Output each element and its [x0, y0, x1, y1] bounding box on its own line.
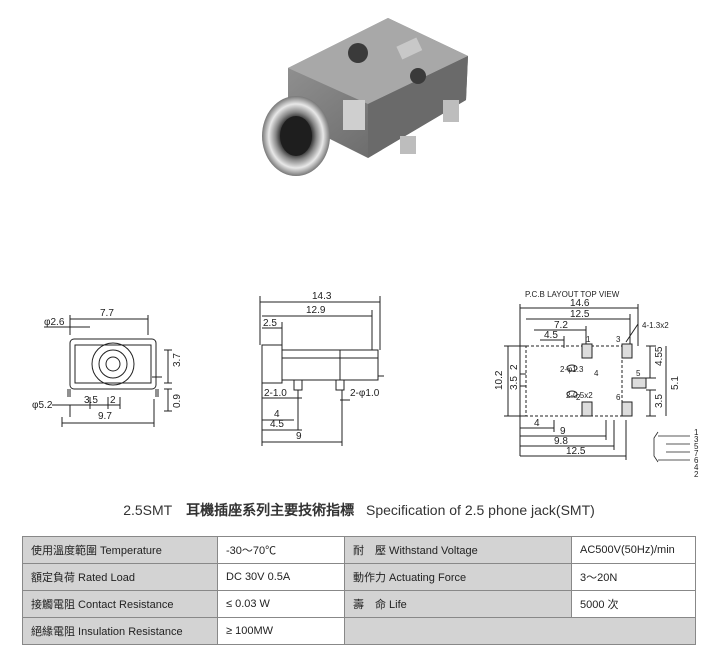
pcb-dim-51: 5.1	[670, 376, 681, 390]
table-row: 使用溫度範圍 Temperature -30～70℃ 耐 壓 Withstand…	[22, 536, 696, 564]
front-dim-97: 9.7	[98, 411, 112, 422]
pcb-dim-98: 9.8	[554, 436, 568, 447]
pcb-dim-2-left: 2	[509, 364, 520, 370]
pcb-dim-2x05x2: 2-0.5x2	[566, 391, 593, 400]
spec-label: 使用溫度範圍 Temperature	[22, 536, 218, 564]
spec-value: AC500V(50Hz)/min	[571, 536, 696, 564]
pin-label-4: 4	[694, 463, 699, 472]
pcb-dim-4x13x2: 4-1.3x2	[642, 321, 669, 330]
spec-value: 3～20N	[571, 563, 696, 591]
pcb-title: P.C.B LAYOUT TOP VIEW	[525, 290, 620, 299]
spec-label: 耐 壓 Withstand Voltage	[344, 536, 572, 564]
spec-label: 接觸電阻 Contact Resistance	[22, 590, 218, 618]
pad-label-5: 5	[636, 369, 641, 378]
pcb-dim-146: 14.6	[570, 298, 590, 309]
spec-value: ≥ 100MW	[217, 617, 345, 645]
side-dim-9: 9	[296, 431, 302, 442]
front-dim-09: 0.9	[172, 394, 183, 408]
spec-label: 絕緣電阻 Insulation Resistance	[22, 617, 218, 645]
spec-table: 使用溫度範圍 Temperature -30～70℃ 耐 壓 Withstand…	[22, 536, 696, 645]
side-dim-129: 12.9	[306, 305, 326, 316]
pin-label-5: 5	[694, 442, 699, 451]
spec-value: -30～70℃	[217, 536, 345, 564]
pad-label-2: 2	[576, 393, 581, 402]
heading-english: Specification of 2.5 phone jack(SMT)	[366, 502, 595, 518]
front-dim-phi26: φ2.6	[44, 317, 65, 328]
table-row: 額定負荷 Rated Load DC 30V 0.5A 動作力 Actuatin…	[22, 563, 696, 591]
pcb-dim-4: 4	[534, 418, 540, 429]
front-dim-77: 7.7	[100, 308, 114, 319]
pad-label-6: 6	[616, 393, 621, 402]
pad-label-1: 1	[586, 335, 591, 344]
side-dim-4: 4	[274, 409, 280, 420]
pcb-dim-72: 7.2	[554, 320, 568, 331]
pad-label-3: 3	[616, 335, 621, 344]
pcb-dim-9: 9	[560, 426, 566, 437]
spec-label: 額定負荷 Rated Load	[22, 563, 218, 591]
side-dim-45: 4.5	[270, 419, 284, 430]
spec-heading: 2.5SMT 耳機插座系列主要技術指標 Specification of 2.5…	[0, 500, 718, 520]
pcb-dim-2xphi13: 2-φ1.3	[560, 365, 584, 374]
empty-cell	[344, 617, 696, 645]
pcb-dim-45: 4.5	[544, 330, 558, 341]
spec-value: 5000 次	[571, 590, 696, 618]
table-row: 絕緣電阻 Insulation Resistance ≥ 100MW	[22, 617, 696, 645]
heading-chinese: 耳機插座系列主要技術指標	[186, 502, 355, 518]
pcb-dim-455: 4.55	[654, 346, 665, 366]
spec-value: DC 30V 0.5A	[217, 563, 345, 591]
side-dim-143: 14.3	[312, 291, 332, 302]
side-dim-2x10: 2-1.0	[264, 388, 287, 399]
front-dim-2: 2	[110, 395, 116, 406]
pin-label-6: 6	[694, 456, 699, 465]
heading-code: 2.5SMT	[123, 502, 173, 518]
pad-label-4: 4	[594, 369, 599, 378]
front-dim-37: 3.7	[172, 353, 183, 367]
product-photo	[262, 18, 468, 176]
front-dim-35: 3.5	[84, 395, 98, 406]
pin-label-1: 1	[694, 428, 699, 437]
pin-label-3: 3	[694, 435, 699, 444]
pcb-dim-125-top: 12.5	[570, 309, 590, 320]
pcb-dim-35-right: 3.5	[654, 394, 665, 408]
table-row: 接觸電阻 Contact Resistance ≤ 0.03 W 壽 命 Lif…	[22, 590, 696, 618]
pcb-dim-35-left: 3.5	[509, 376, 520, 390]
side-dim-25: 2.5	[263, 318, 277, 329]
spec-value: ≤ 0.03 W	[217, 590, 345, 618]
front-view-drawing: φ2.6 7.7 3.7 φ5.2 3.5 2 0.9 9.7	[32, 308, 183, 427]
pin-label-2: 2	[694, 470, 699, 479]
spec-label: 壽 命 Life	[344, 590, 572, 618]
pin-label-7: 7	[694, 449, 699, 458]
side-dim-2xphi10: 2-φ1.0	[350, 388, 380, 399]
side-view-drawing: 14.3 12.9 2.5 2-1.0 2-φ1.0 4 4.5 9	[259, 291, 384, 446]
pcb-dim-125-bottom: 12.5	[566, 446, 586, 457]
front-dim-phi52: φ5.2	[32, 400, 53, 411]
pcb-layout-drawing: P.C.B LAYOUT TOP VIEW 14.6 12.5 7.2 4.5 …	[494, 290, 699, 479]
pcb-dim-102: 10.2	[494, 370, 505, 390]
spec-label: 動作力 Actuating Force	[344, 563, 572, 591]
